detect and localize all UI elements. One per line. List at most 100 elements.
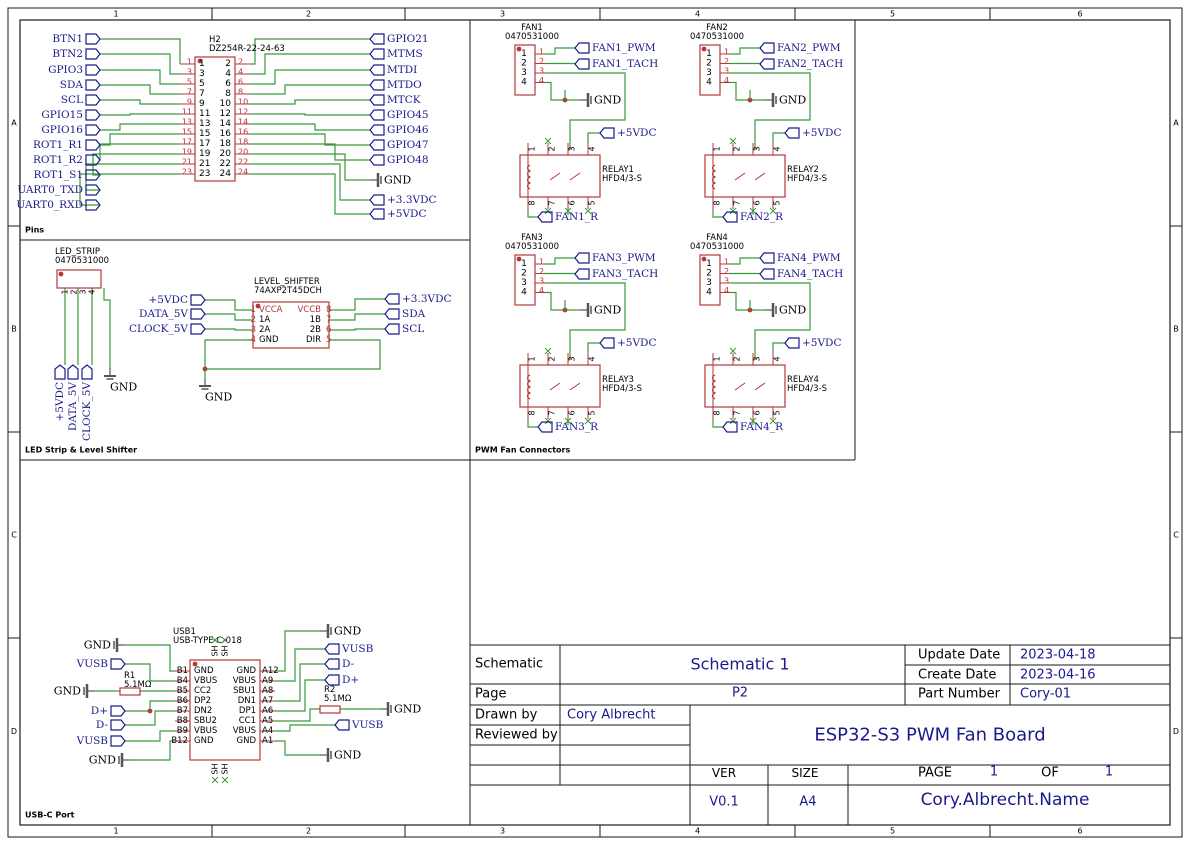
net-label-text: +5VDC (617, 127, 657, 139)
header-right-net: MTMS (370, 48, 423, 60)
fan-gnd: GND (580, 303, 621, 317)
fan-pin-number: 4 (706, 78, 712, 88)
header-pin-number: 4 (225, 69, 231, 79)
net-label-text: FAN4_TACH (777, 268, 843, 280)
header-left-net: SCL (61, 94, 100, 106)
wire (250, 114, 370, 115)
usb-pin-name: VBUS (233, 726, 256, 736)
net-label-text: GPIO47 (387, 139, 429, 151)
level-shifter-pin-name: GND (259, 335, 279, 345)
relay-r-net: FAN4_R (723, 421, 784, 433)
fan-pin-label: 4 (539, 286, 544, 295)
wire (588, 343, 600, 353)
net-label-text: FAN3_R (555, 421, 599, 433)
fan-pwm-net: FAN3_PWM (575, 252, 656, 264)
relay-body (520, 155, 600, 197)
wire (250, 54, 370, 74)
wire (250, 85, 370, 94)
fan-pin-number: 2 (706, 59, 712, 69)
net-label-text: MTDO (387, 79, 422, 91)
relay-part: HFD4/3-S (787, 384, 827, 394)
relay-pin-top: 1 (528, 146, 537, 151)
tb-reviewed-label: Reviewed by (475, 728, 558, 743)
tb-create-label: Create Date (918, 668, 996, 683)
wire (545, 293, 580, 311)
usb-pin-name: DN1 (238, 696, 256, 706)
wire (730, 258, 760, 264)
net-flag-shape (86, 34, 100, 44)
net-flag-shape (86, 49, 100, 59)
net-flag-shape (600, 128, 614, 138)
usb-pin-num: B7 (177, 706, 188, 716)
fan-gnd: GND (765, 93, 806, 107)
zone-row-left: B (11, 325, 17, 334)
net-label-text: BTN2 (52, 48, 83, 60)
wire (250, 100, 370, 104)
tb-drawn-label: Drawn by (475, 708, 538, 723)
wire (773, 343, 785, 353)
net-flag-shape (370, 209, 384, 219)
net-flag-shape (191, 295, 205, 305)
usb-shield-label-top: SH (211, 645, 220, 656)
wire (730, 48, 760, 54)
tb-schematic-label: Schematic (475, 657, 543, 672)
fan-pin-number: 2 (521, 269, 527, 279)
fan-pin-label: 3 (724, 277, 729, 286)
relay-pin-top: 3 (753, 146, 762, 151)
wire (250, 154, 370, 180)
zone-col-bottom: 6 (1077, 827, 1082, 836)
header-right-net: GPIO21 (370, 33, 429, 45)
level-shifter-pin-num: 1 (251, 305, 256, 315)
fan-pin-label: 2 (539, 57, 544, 66)
led-strip-pin: 2 (70, 289, 79, 294)
level-shifter-pin-num: 6 (326, 325, 331, 335)
header-pin-label: 17 (182, 138, 192, 147)
net-label-text: VUSB (341, 643, 374, 655)
net-flag-shape (370, 110, 384, 120)
header-pin-label: 13 (182, 118, 192, 127)
wire (329, 299, 385, 310)
relay-pin-top: 3 (753, 356, 762, 361)
usb-pin-name: GND (237, 666, 257, 676)
usb-pin-name: VBUS (194, 676, 217, 686)
zone-row-left: D (11, 727, 17, 736)
header-gnd: GND (370, 173, 411, 187)
relay-pin-bottom: 7 (548, 410, 557, 415)
usb-left-gnd-bot: GND (89, 753, 130, 767)
zone-col-top: 3 (500, 10, 505, 19)
header-5v: +5VDC (370, 208, 427, 220)
header-pin-number: 12 (220, 109, 231, 119)
relay-part: HFD4/3-S (602, 174, 642, 184)
title-block: SchematicSchematic 1PageP2Update Date202… (470, 645, 1170, 825)
wire (545, 258, 575, 264)
header-part: DZ254R-22-24-63 (209, 44, 285, 54)
relay-pin-bottom: 5 (773, 200, 782, 205)
zone-row-right: D (1173, 727, 1179, 736)
usb-right-gnd-bot: GND (320, 748, 361, 762)
wire (275, 664, 325, 701)
header-left-net: ROT1_S1 (34, 169, 100, 181)
tb-drawn-value: Cory Albrecht (567, 708, 656, 723)
fan-pwm-net: FAN4_PWM (760, 252, 841, 264)
fan-pin-label: 1 (539, 258, 544, 267)
fan-pin-label: 1 (539, 48, 544, 57)
fan-pin-label: 3 (539, 277, 544, 286)
zone-row-right: C (1173, 531, 1179, 540)
net-label-text: +5VDC (802, 337, 842, 349)
net-label-text: CLOCK_5V (81, 382, 93, 441)
fan-pin-number: 3 (521, 278, 527, 288)
header-left-net: ROT1_R1 (33, 139, 100, 151)
header-pin-number: 21 (199, 159, 210, 169)
tb-schematic-value: Schematic 1 (690, 655, 789, 674)
header-left-net: BTN1 (52, 33, 100, 45)
net-flag-shape (600, 338, 614, 348)
relay-pin-bottom: 7 (733, 410, 742, 415)
wire (570, 383, 580, 390)
net-label-text: VUSB (351, 719, 384, 731)
header-pin-number: 10 (220, 99, 232, 109)
wire (205, 329, 253, 330)
net-label-text: MTCK (387, 94, 421, 106)
usb-left-gnd-side: GND (54, 684, 95, 698)
gnd-label: GND (394, 703, 421, 716)
usb-pin-name: DP1 (239, 706, 256, 716)
